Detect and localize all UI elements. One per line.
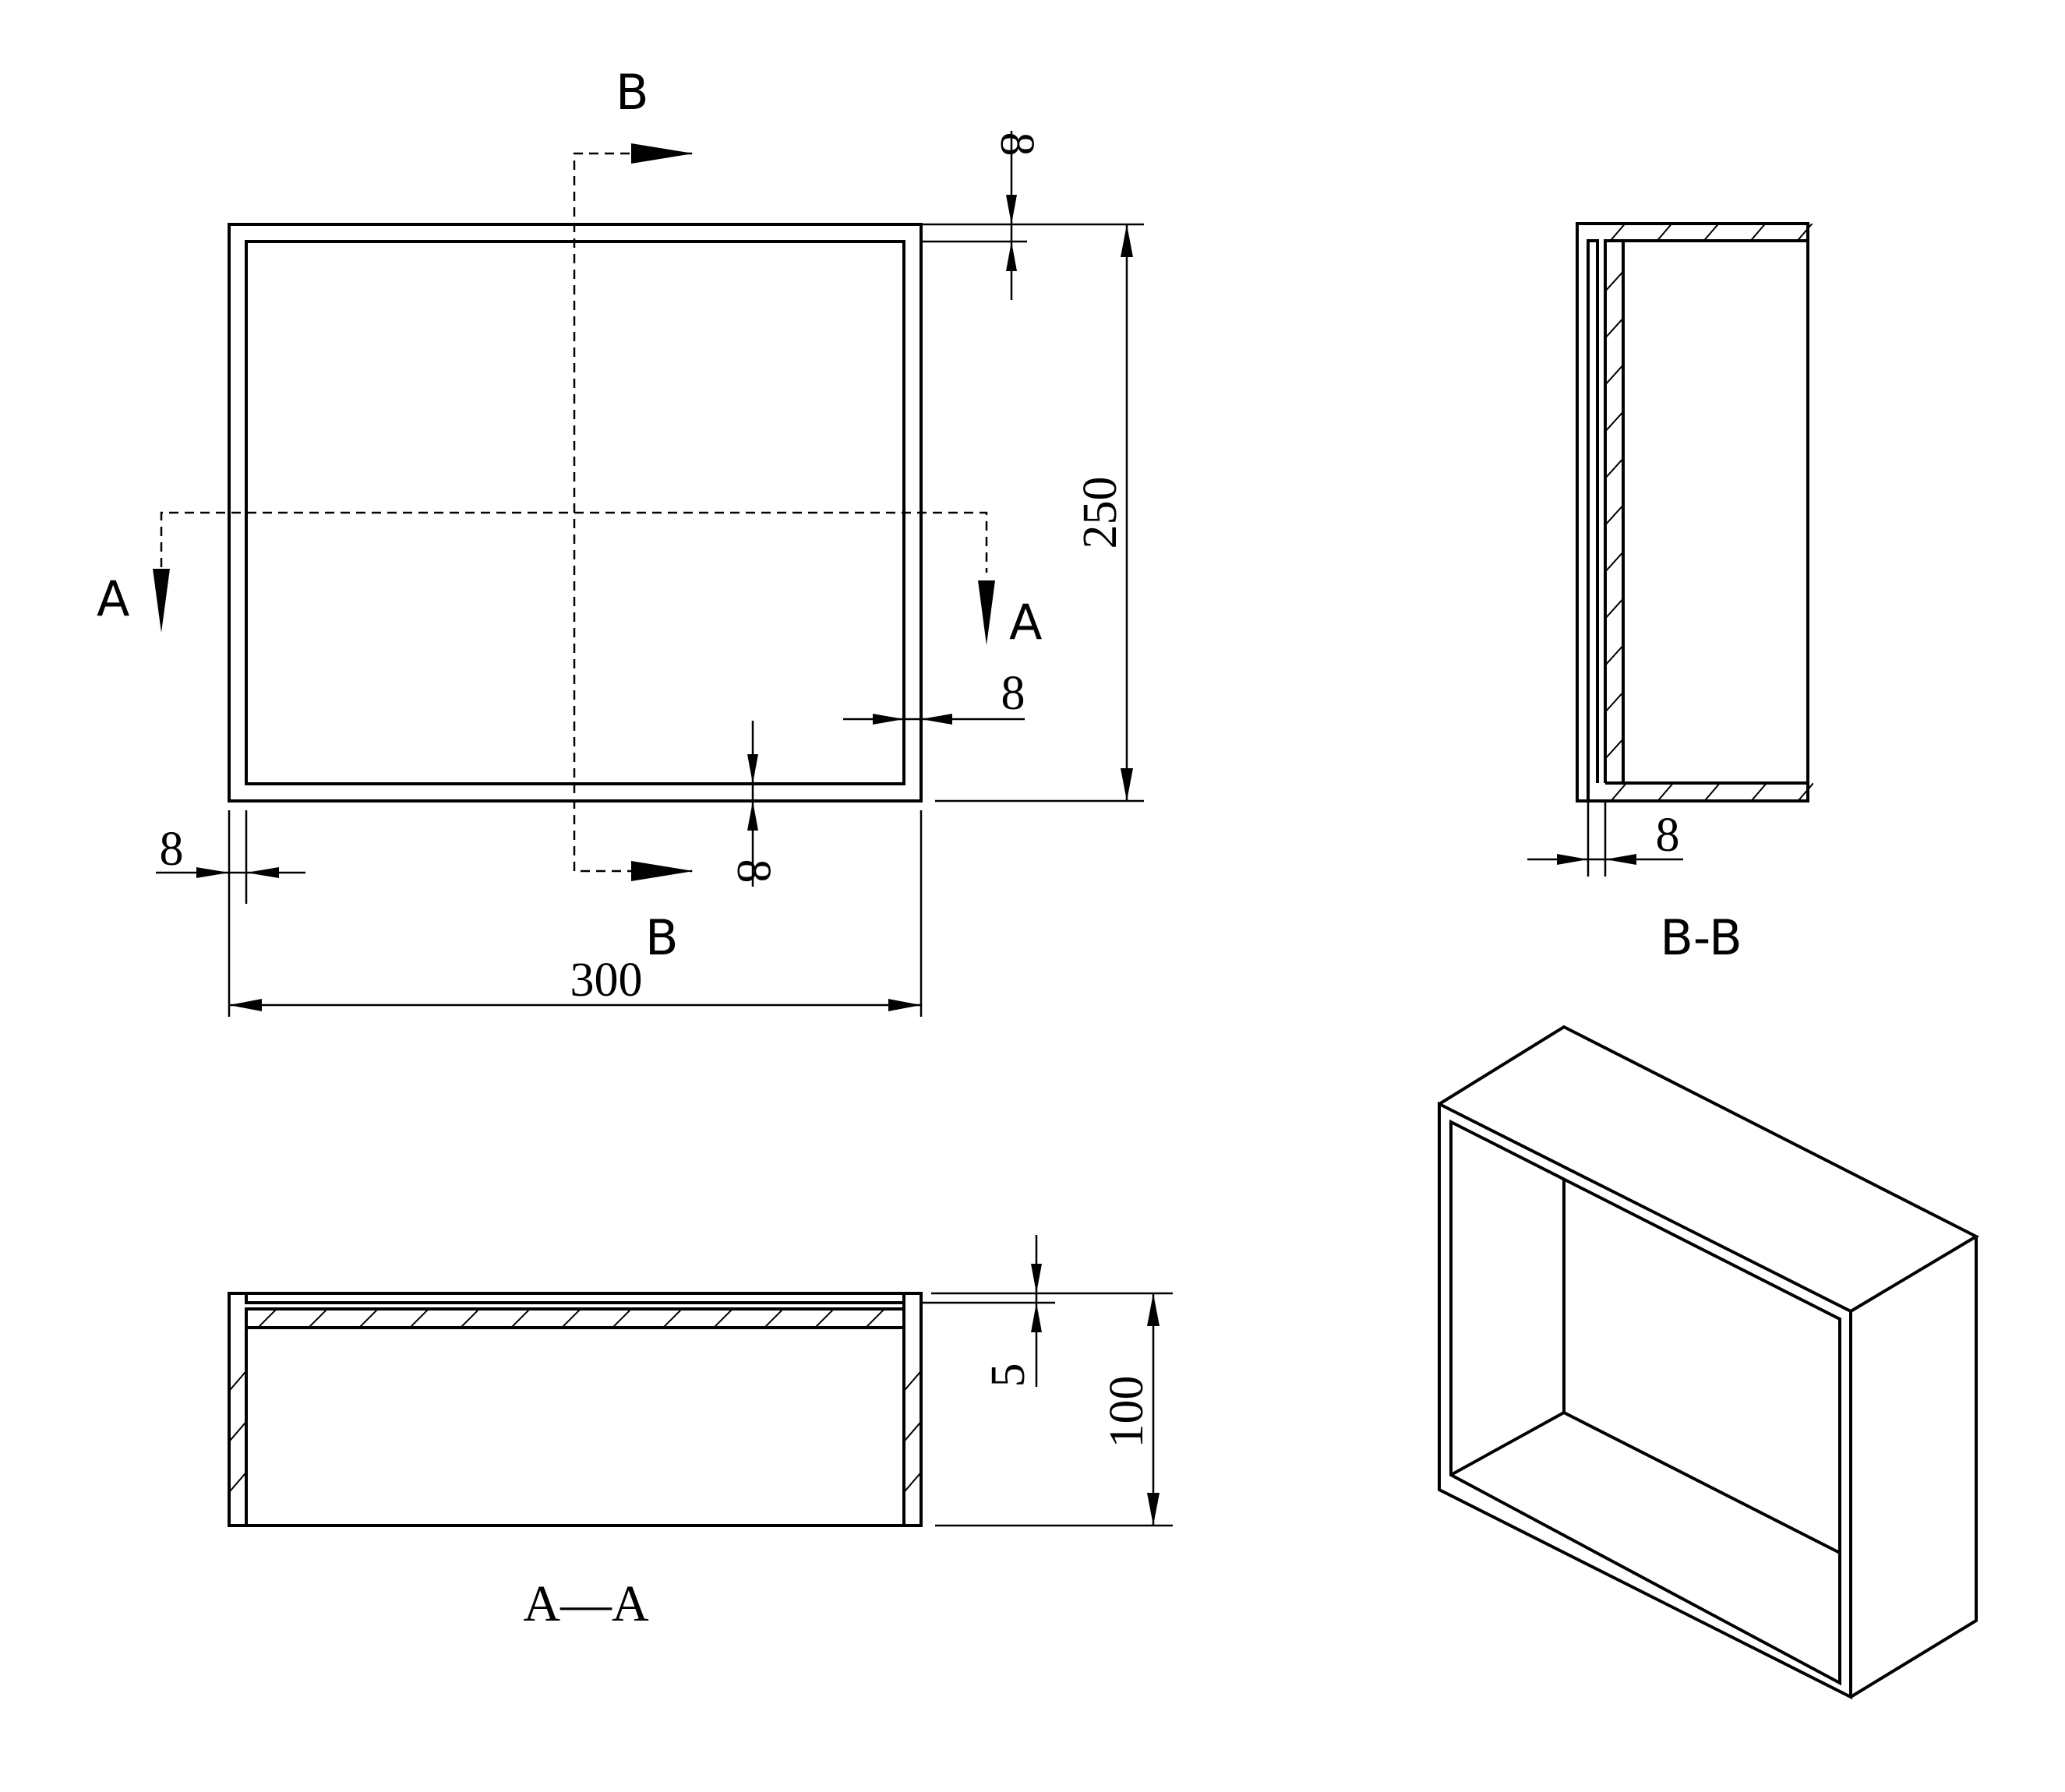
dim-top-wall: 8 [921,131,1043,300]
aa-caption: A—A [523,1575,649,1632]
section-line-a [153,511,995,645]
dim-top-wall-text: 8 [990,132,1043,157]
plan-view: B B A A 8 250 8 [97,64,1144,1017]
dim-right-wall-text: 8 [1001,667,1025,720]
iso-top-face [1438,1025,1980,1313]
dim-bb-wall-text: 8 [1656,809,1680,862]
section-a-right-arrow [978,580,995,645]
section-b-label-top: B [616,64,649,121]
dim-width-text: 300 [570,954,643,1007]
section-aa: 5 100 A—A [228,1235,1173,1632]
iso-side-face [1849,1236,1978,1699]
bb-outer-outline [1576,222,1809,803]
section-a-left-arrow [153,569,170,633]
dim-aa-bottom-text: 5 [982,1363,1035,1388]
dim-right-wall: 8 [843,667,1025,725]
section-b-bottom-arrow [631,861,694,881]
section-bb: 8 B-B [1527,222,1813,966]
section-b-label-bottom: B [645,909,679,966]
dim-width: 300 [229,810,923,1017]
iso-front-inner-opening [1449,1119,1841,1686]
bb-caption: B-B [1660,909,1742,966]
dim-height: 250 [921,223,1144,803]
dim-left-wall: 8 [156,810,305,1017]
dim-height-text: 250 [1074,477,1127,549]
dim-aa-depth-text: 100 [1100,1376,1153,1448]
dim-left-wall-text: 8 [160,823,184,876]
section-b-top-arrow [631,143,694,164]
isometric-view [1438,1025,1980,1700]
aa-hatch [229,1309,921,1526]
iso-interior-back [1562,1178,1841,1554]
dim-aa-depth: 100 [935,1292,1173,1527]
bb-hatch [1605,224,1813,803]
iso-front-face [1438,1101,1852,1700]
dim-aa-bottom: 5 [921,1235,1055,1388]
dim-bb-wall: 8 [1527,801,1683,877]
dim-bottom-wall-text: 8 [727,859,780,884]
section-a-label-right: A [1009,594,1042,651]
dim-bottom-wall: 8 [727,721,780,887]
section-a-label-left: A [97,570,129,627]
